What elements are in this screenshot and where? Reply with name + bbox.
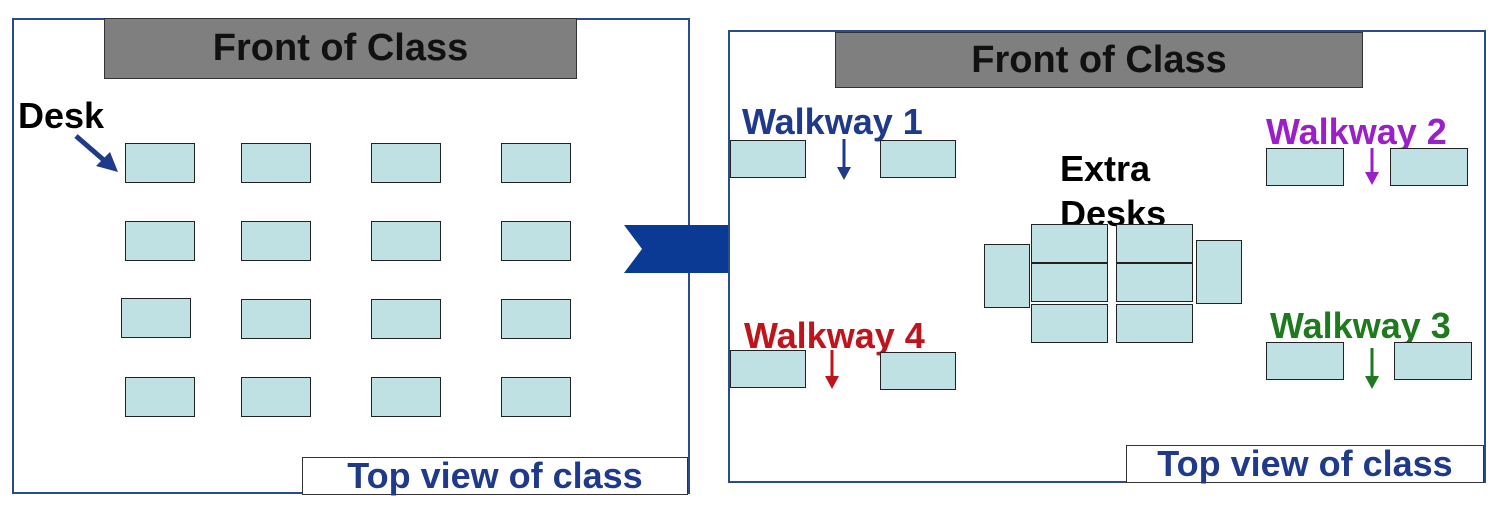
desk [880, 352, 956, 390]
desk-label: Desk [18, 95, 105, 136]
left-classroom-panel: Front of Class Desk Top view of class [12, 18, 690, 496]
extra-desk [1031, 263, 1108, 302]
extra-desk [1116, 263, 1193, 302]
desk [501, 143, 571, 183]
desk [241, 377, 311, 417]
desk-pointer-arrow-icon [74, 134, 118, 172]
desk [125, 221, 195, 261]
desk [241, 299, 311, 339]
top-view-label: Top view of class [302, 455, 688, 496]
walkway-2-down-arrow-icon [1365, 148, 1379, 185]
walkway-1-down-arrow-icon [837, 139, 851, 180]
walkway-3-down-arrow-icon [1365, 348, 1379, 389]
front-of-class-bar: Front of Class [835, 32, 1363, 88]
desk [241, 143, 311, 183]
walkway-4-down-arrow-icon [825, 350, 839, 389]
extra-desk [984, 244, 1030, 308]
desk [1390, 148, 1468, 186]
extra-desk [1116, 224, 1193, 263]
desk [1266, 342, 1344, 380]
desk [371, 143, 441, 183]
walkway-3-label: Walkway 3 [1270, 305, 1451, 346]
desk [125, 143, 195, 183]
desk [371, 377, 441, 417]
front-of-class-bar: Front of Class [104, 18, 577, 79]
extra-desk [1031, 304, 1108, 343]
desk [501, 377, 571, 417]
desk [1394, 342, 1472, 380]
right-classroom-panel: Front of Class Walkway 1 Walkway 2 Extra… [728, 30, 1486, 484]
desk [121, 298, 191, 338]
desk [1266, 148, 1344, 186]
desk [371, 221, 441, 261]
walkway-2-label: Walkway 2 [1266, 111, 1447, 152]
desk [501, 299, 571, 339]
desk [371, 299, 441, 339]
walkway-4-label: Walkway 4 [744, 315, 925, 356]
desk [730, 350, 806, 388]
extra-desk [1116, 304, 1193, 343]
extra-desk [1196, 240, 1242, 304]
desk [730, 140, 806, 178]
desk [241, 221, 311, 261]
top-view-label: Top view of class [1126, 443, 1484, 484]
walkway-1-label: Walkway 1 [742, 101, 923, 142]
desk [125, 377, 195, 417]
extra-desks-label: Extra Desks [1060, 148, 1167, 234]
desk [501, 221, 571, 261]
desk [880, 140, 956, 178]
extra-desk [1031, 224, 1108, 263]
